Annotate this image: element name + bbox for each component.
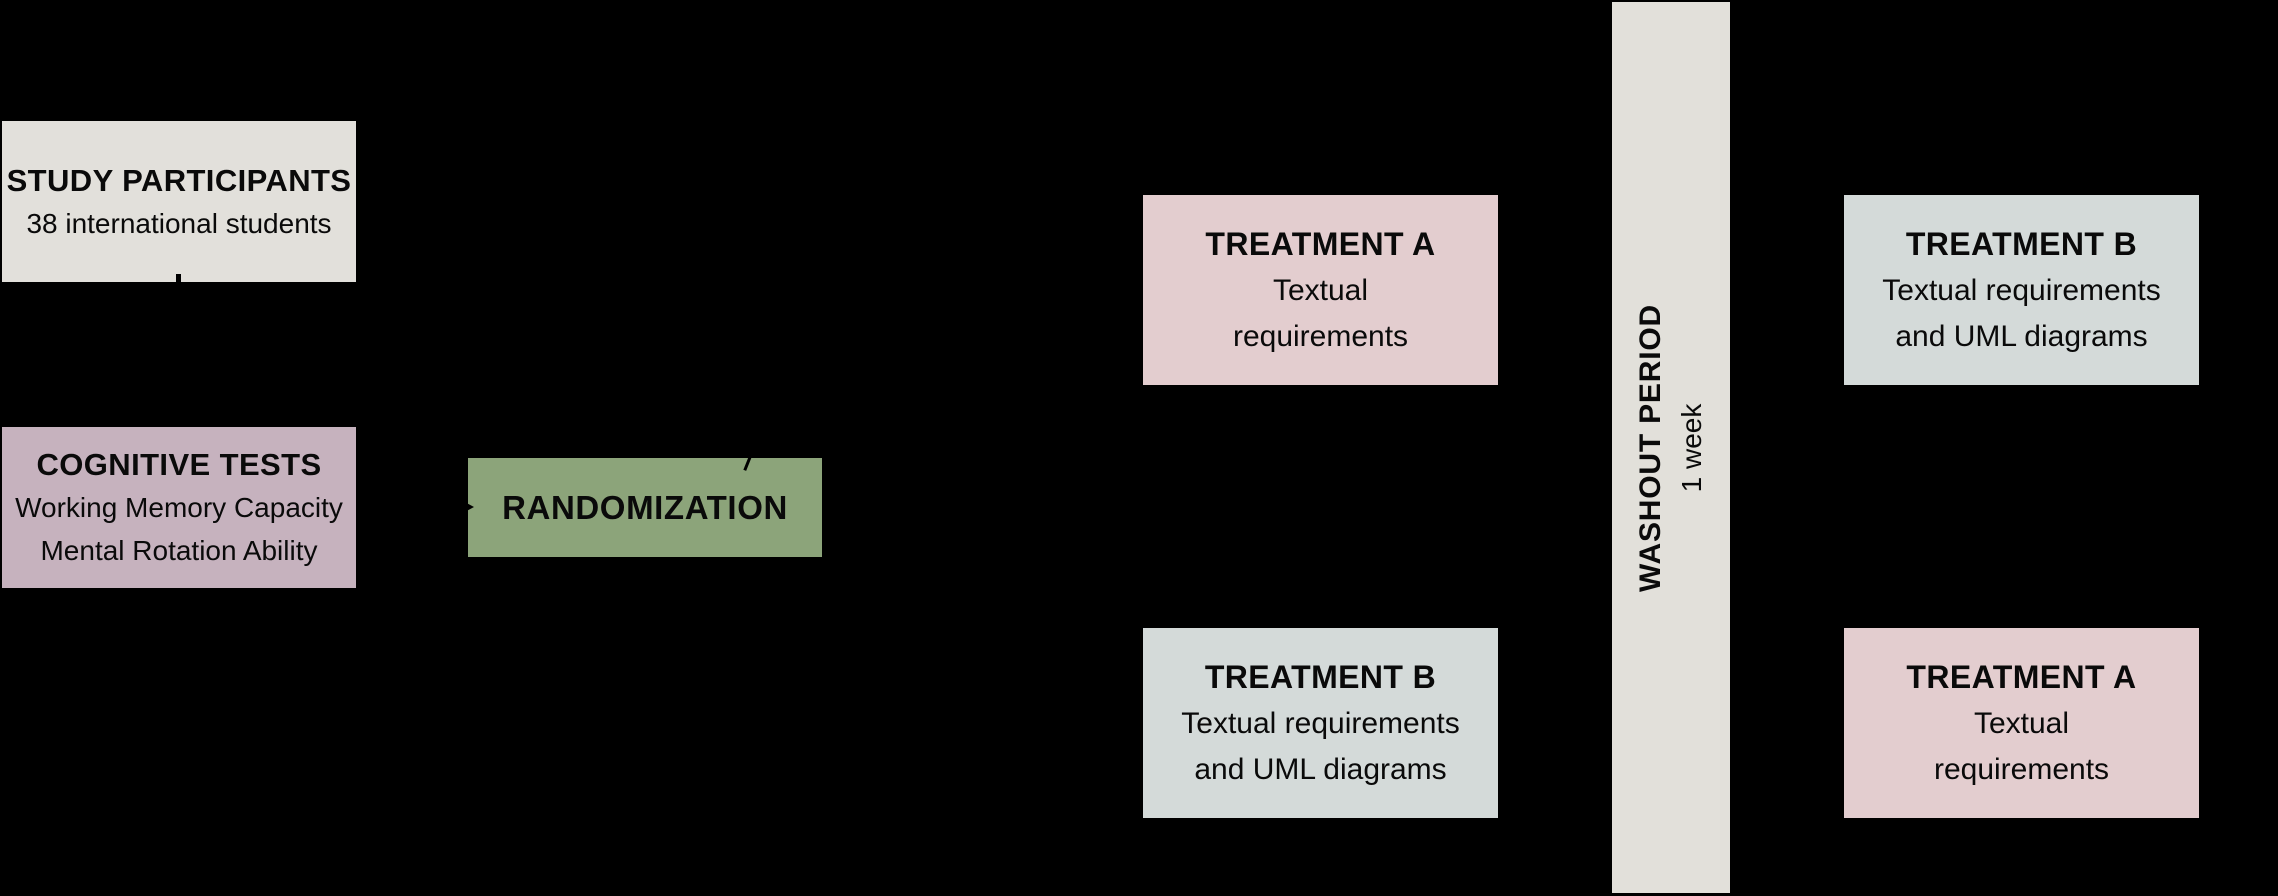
treatment-a-period2-box: TREATMENT A Textual requirements xyxy=(1844,628,2199,818)
treatment-b-period2-box: TREATMENT B Textual requirements and UML… xyxy=(1844,195,2199,385)
treatment-a-period1-line: Textual xyxy=(1272,274,1369,307)
study-participants-title: STUDY PARTICIPANTS xyxy=(6,162,352,198)
washout-period-title: WASHOUT PERIOD xyxy=(1634,303,1668,592)
washout-rotated-text: WASHOUT PERIOD 1 week xyxy=(1630,304,1712,592)
study-participants-box: STUDY PARTICIPANTS 38 international stud… xyxy=(2,121,356,282)
treatment-a-period1-box: TREATMENT A Textual requirements xyxy=(1143,195,1498,385)
treatment-a-period2-line: requirements xyxy=(1933,753,2110,786)
treatment-b-period2-title: TREATMENT B xyxy=(1905,226,2138,262)
treatment-a-period2-line: Textual xyxy=(1973,707,2070,740)
treatment-b-period1-line: and UML diagrams xyxy=(1194,753,1447,786)
washout-period-box: WASHOUT PERIOD 1 week xyxy=(1612,2,1730,893)
study-participants-subtitle: 38 international students xyxy=(26,207,332,239)
treatment-a-period2-title: TREATMENT A xyxy=(1906,659,2137,695)
arrow-fragment-below-participants xyxy=(176,274,181,282)
treatment-b-period1-line: Textual requirements xyxy=(1181,707,1460,740)
treatment-b-period2-line: Textual requirements xyxy=(1882,274,2161,307)
treatment-b-period1-title: TREATMENT B xyxy=(1204,659,1437,695)
washout-period-subtitle: 1 week xyxy=(1676,403,1708,492)
cognitive-tests-line: Mental Rotation Ability xyxy=(40,535,318,566)
cognitive-tests-box: COGNITIVE TESTS Working Memory Capacity … xyxy=(2,427,356,588)
treatment-a-period1-line: requirements xyxy=(1232,320,1409,353)
cognitive-tests-title: COGNITIVE TESTS xyxy=(36,447,322,482)
cognitive-tests-line: Working Memory Capacity xyxy=(15,492,343,523)
treatment-b-period2-line: and UML diagrams xyxy=(1895,320,2148,353)
randomization-box: RANDOMIZATION xyxy=(468,458,822,557)
randomization-title: RANDOMIZATION xyxy=(502,489,788,526)
treatment-a-period1-title: TREATMENT A xyxy=(1205,226,1436,262)
arrow-fragment-randomization-arrowhead xyxy=(461,500,474,514)
treatment-b-period1-box: TREATMENT B Textual requirements and UML… xyxy=(1143,628,1498,818)
